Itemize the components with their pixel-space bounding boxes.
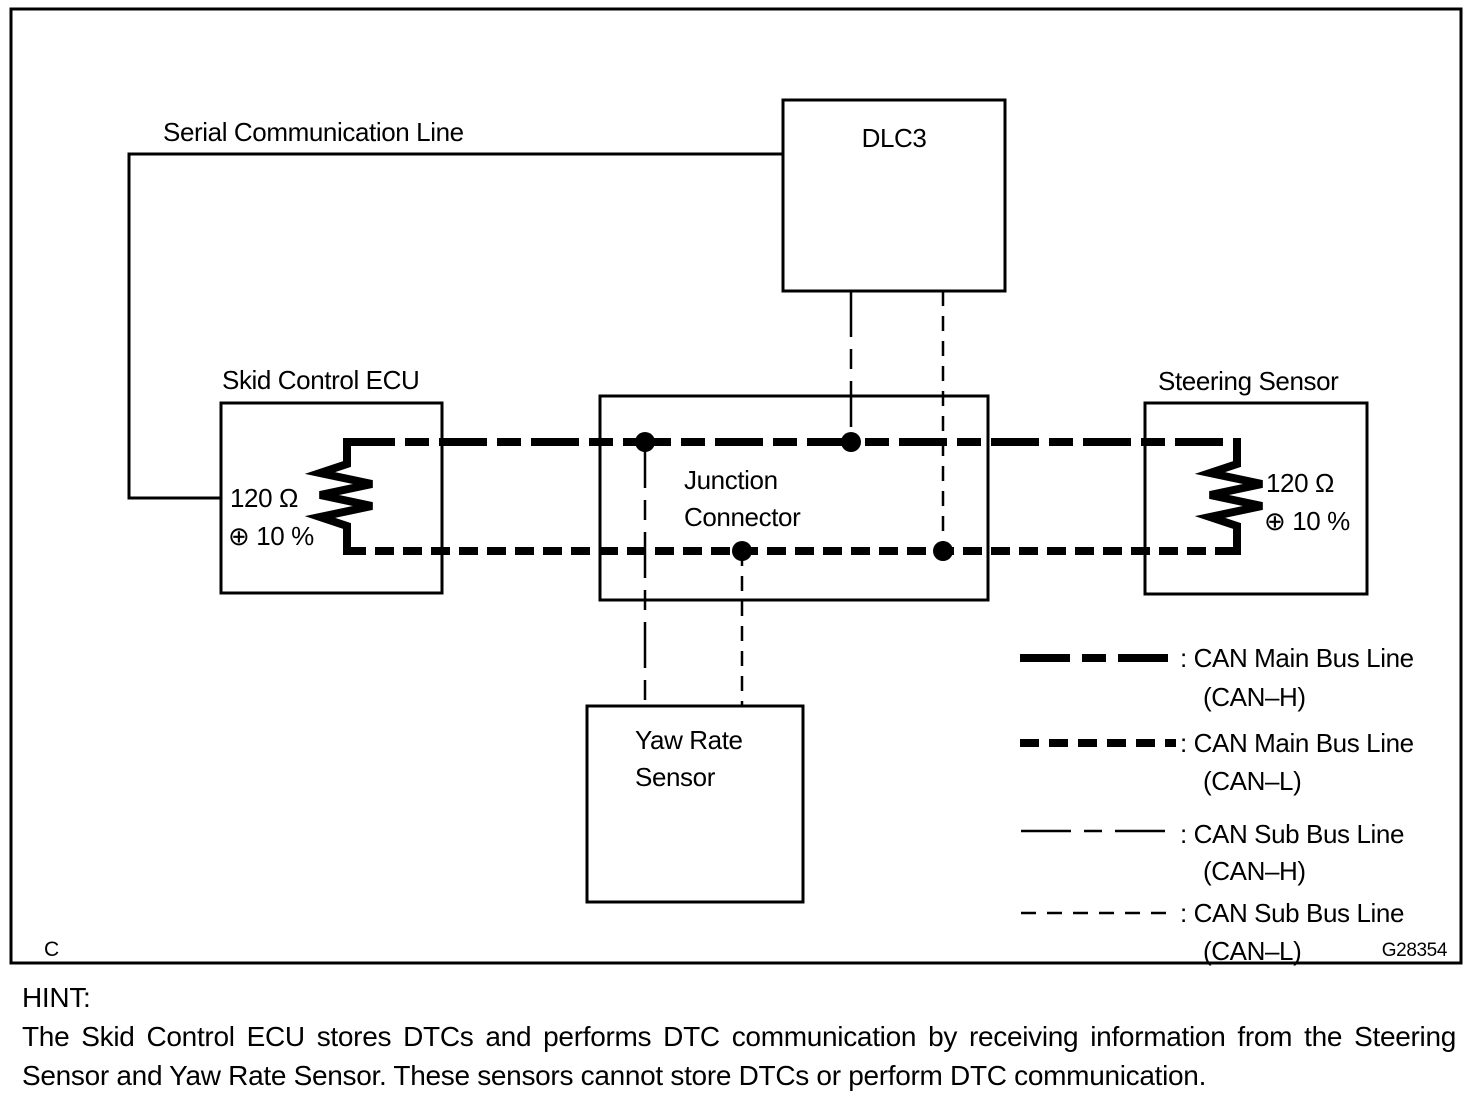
- legend-sublabel-main-h: (CAN–H): [1203, 682, 1306, 712]
- serial-communication-line: [127, 152, 783, 500]
- junction-dot: [635, 432, 655, 452]
- resistor-left-value: 120 Ω: [230, 483, 298, 513]
- resistor-left-tolerance: ⊕ 10 %: [228, 521, 314, 551]
- resistor-right-tolerance: ⊕ 10 %: [1264, 506, 1350, 536]
- resistor-right-value: 120 Ω: [1266, 468, 1334, 498]
- legend-label-main-h: : CAN Main Bus Line: [1180, 643, 1414, 673]
- skid-control-ecu-label: Skid Control ECU: [222, 365, 419, 395]
- steering-sensor-box: [1143, 401, 1369, 596]
- hint-title: HINT:: [22, 982, 91, 1013]
- legend-label-main-l: : CAN Main Bus Line: [1180, 728, 1414, 758]
- steering-sensor-label: Steering Sensor: [1158, 366, 1339, 396]
- resistor-symbol-left: [304, 438, 373, 555]
- legend-sublabel-main-l: (CAN–L): [1203, 766, 1301, 796]
- legend-label-sub-l: : CAN Sub Bus Line: [1180, 898, 1404, 928]
- junction-dot: [841, 432, 861, 452]
- junction-connector-box: [598, 394, 990, 602]
- yaw-rate-sensor-box: [585, 704, 805, 904]
- hint-section: HINT: The Skid Control ECU stores DTCs a…: [22, 978, 1456, 1095]
- diagram-border: [9, 7, 1463, 965]
- legend-label-sub-h: : CAN Sub Bus Line: [1180, 819, 1404, 849]
- junction-dot: [933, 541, 953, 561]
- resistor-symbol-right: [1194, 438, 1263, 555]
- corner-mark: C: [44, 938, 59, 961]
- can-bus-diagram: Serial Communication Line DLC3 Skid Cont…: [9, 7, 1463, 966]
- legend-sublabel-sub-l: (CAN–L): [1203, 936, 1301, 966]
- junction-connector-label-line2: Connector: [684, 502, 801, 532]
- junction-connector-label-line1: Junction: [684, 465, 778, 495]
- yaw-rate-sensor-label-line1: Yaw Rate: [635, 725, 743, 755]
- serial-line-label: Serial Communication Line: [163, 117, 464, 147]
- legend-sublabel-sub-h: (CAN–H): [1203, 856, 1306, 886]
- figure-id: G28354: [1382, 940, 1448, 961]
- dlc3-box: [781, 98, 1007, 293]
- dlc3-label: DLC3: [862, 123, 927, 153]
- junction-dot: [732, 541, 752, 561]
- yaw-rate-sensor-label-line2: Sensor: [635, 762, 716, 792]
- hint-body: The Skid Control ECU stores DTCs and per…: [22, 1021, 1456, 1091]
